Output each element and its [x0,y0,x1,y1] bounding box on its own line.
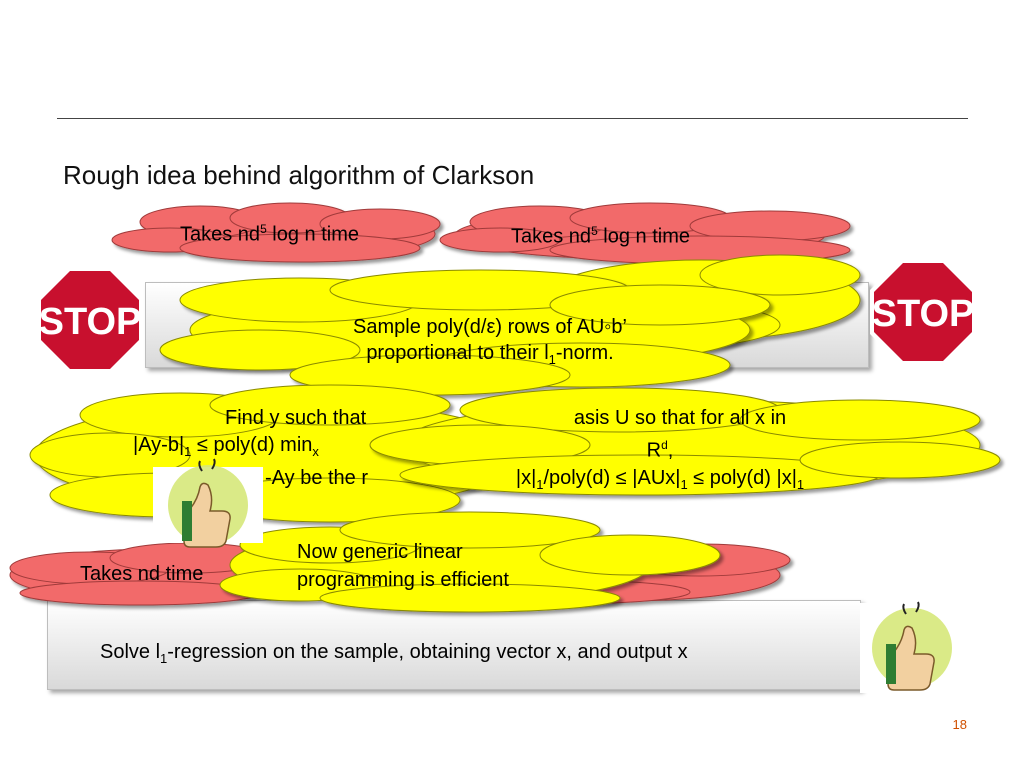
generic-lp-text: Now generic linear programming is effici… [297,538,509,594]
sample-text: Sample poly(d/ε) rows of AU◦b’ proportio… [290,314,690,373]
time-text-top-right: Takes nd5 log n time [511,224,690,249]
time-text-top-left: Takes nd5 log n time [180,222,359,247]
page-number: 18 [953,717,967,732]
stop-sign-right-icon: STOP [870,259,976,365]
basis-text: asis U so that for all x in Rd, |x|1/pol… [450,405,870,498]
svg-text:STOP: STOP [872,293,975,335]
svg-text:STOP: STOP [39,301,142,343]
thumbs-up-right-icon [860,602,964,693]
time-text-bottom: Takes nd time [80,563,203,586]
stop-sign-left-icon: STOP [37,267,143,373]
find-y-text: Find y such that |Ay-b|1 ≤ poly(d) minx … [133,405,368,492]
